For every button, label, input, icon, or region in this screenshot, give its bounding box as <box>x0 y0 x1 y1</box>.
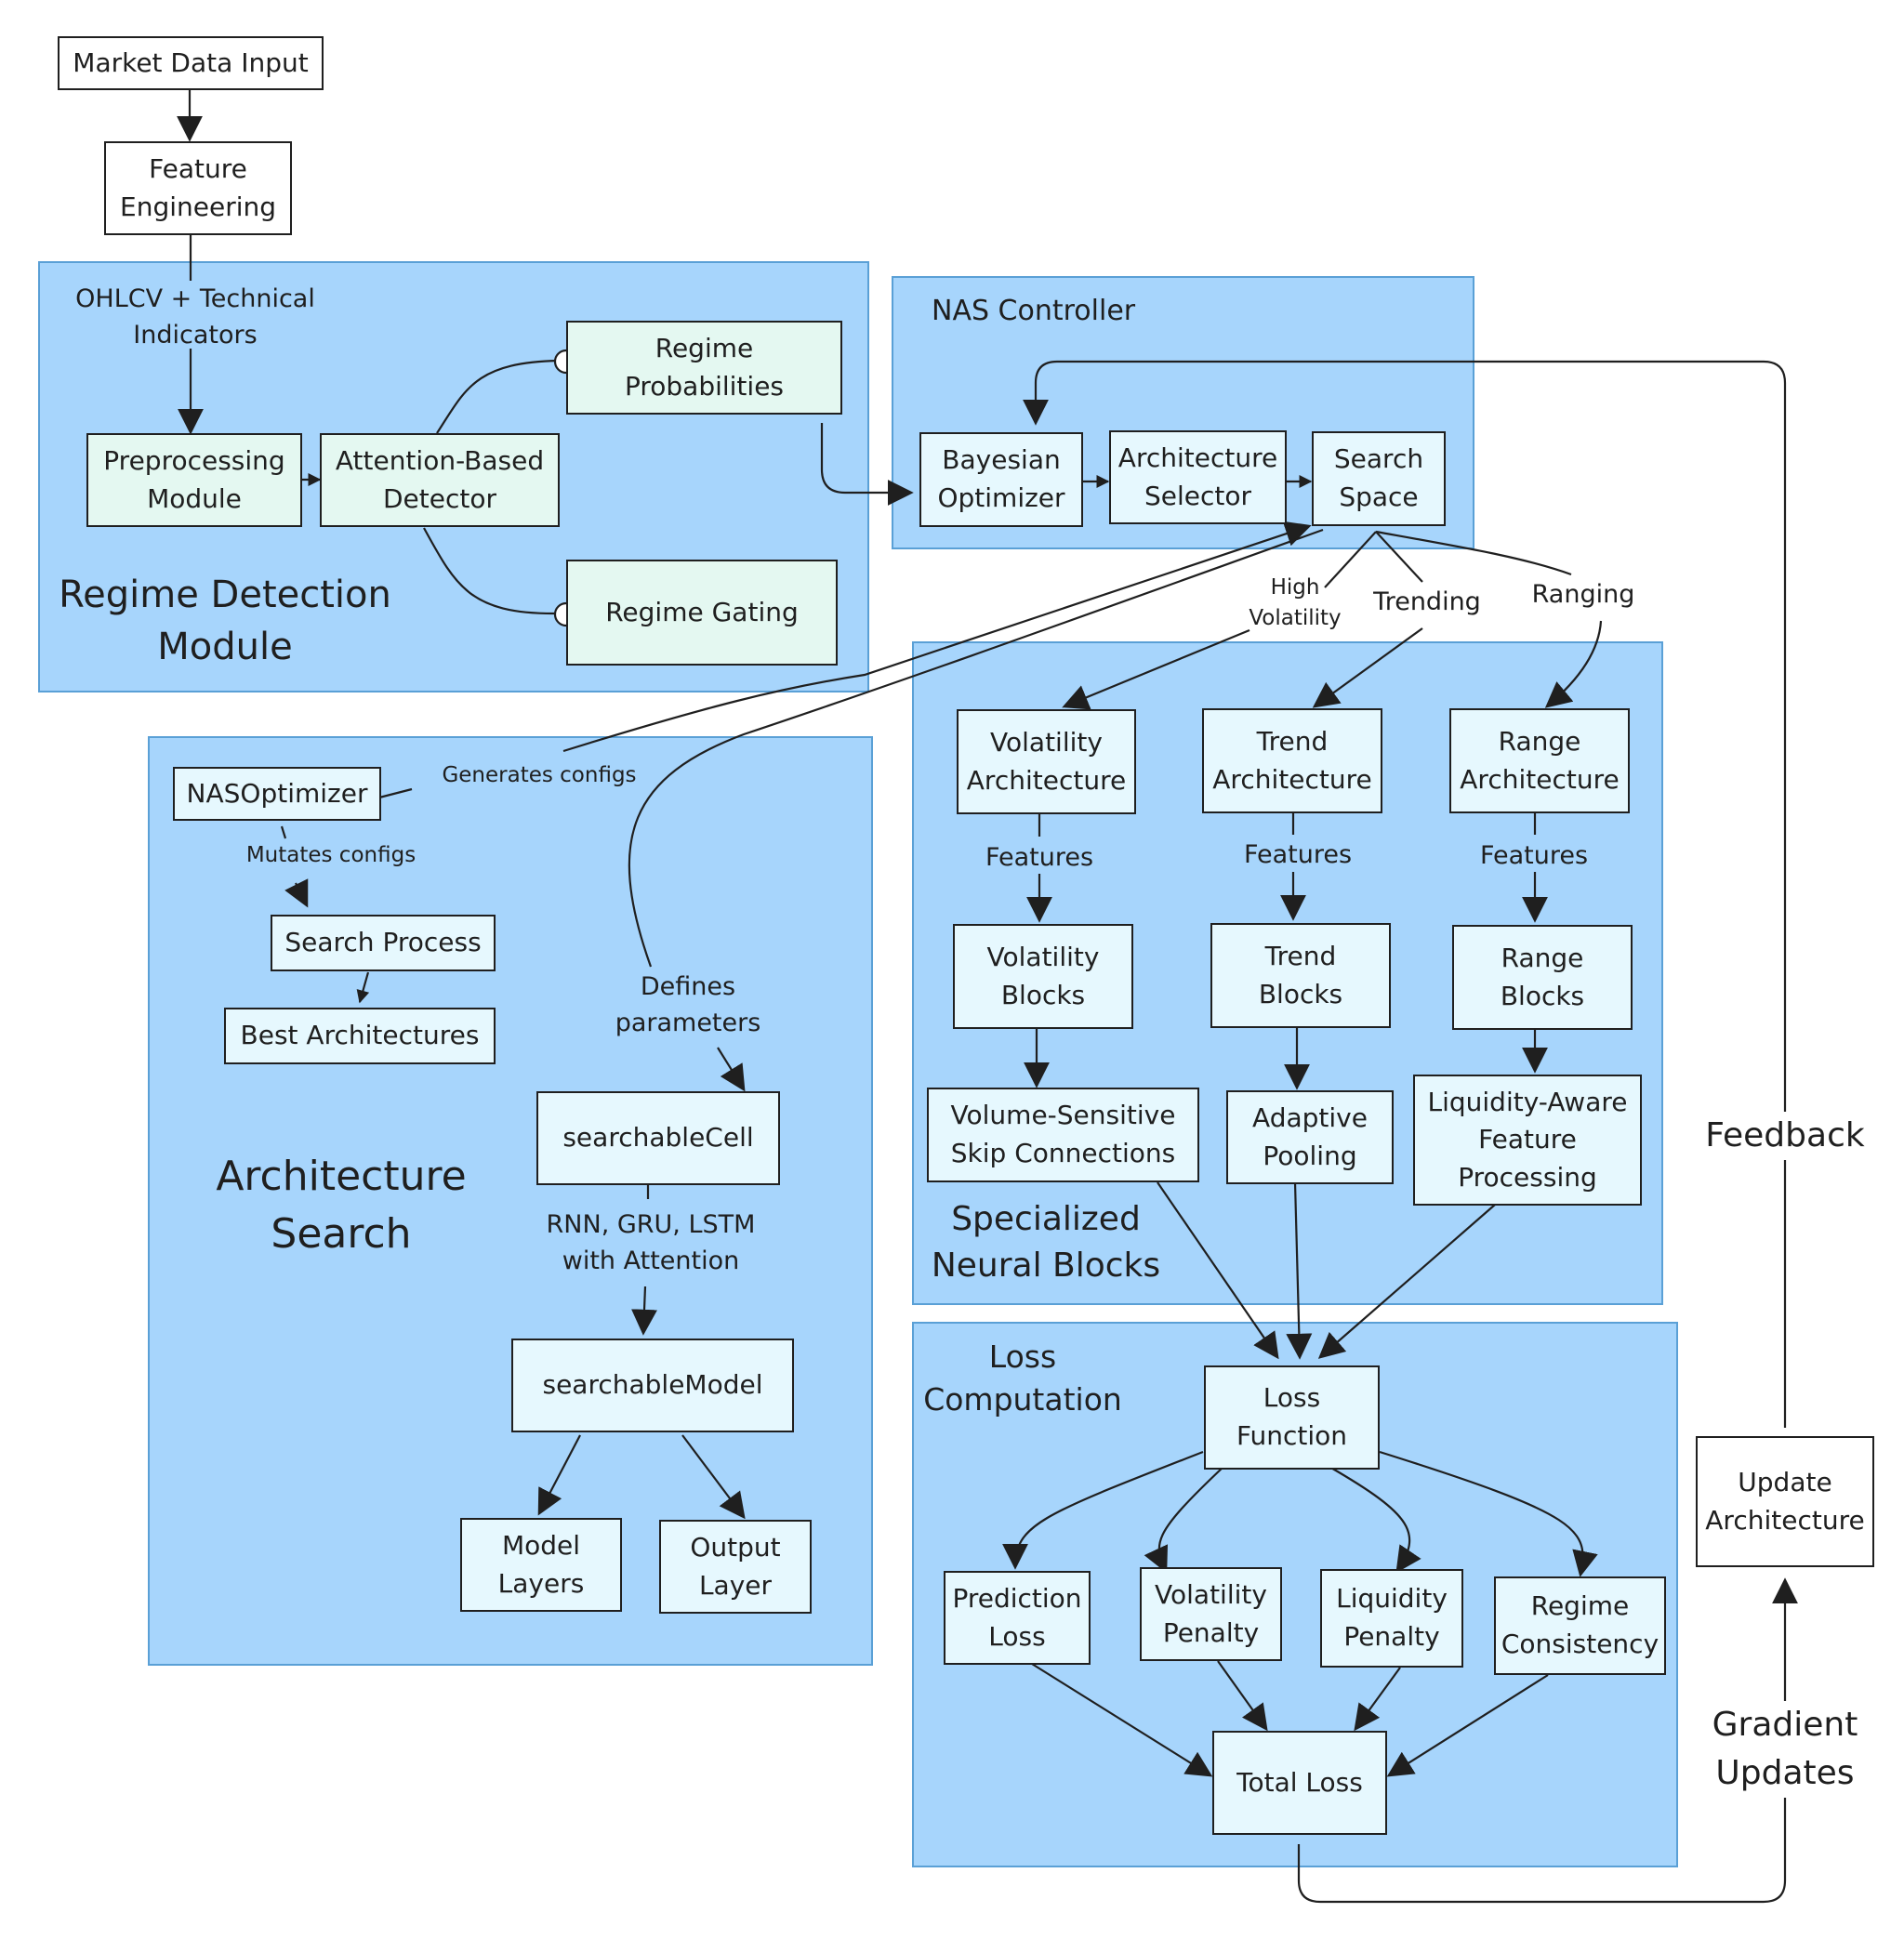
edge-loss-prediction <box>1002 1450 1204 1570</box>
cluster-title-specialized-blocks: Specialized Neural Blocks <box>931 1200 1161 1286</box>
edge-label-features-range: Features <box>1479 841 1589 870</box>
node-search-space: Search Space <box>1312 431 1446 526</box>
edge-liquidity-loss <box>1317 1204 1496 1359</box>
edge-loss-volpenalty <box>1144 1466 1224 1574</box>
node-feature-engineering: Feature Engineering <box>104 141 292 235</box>
node-trend-blocks: Trend Blocks <box>1210 923 1391 1028</box>
edge-process-best <box>356 971 370 1004</box>
edge-model-output <box>681 1434 746 1520</box>
node-liquidity-feature-processing: Liquidity-Aware Feature Processing <box>1413 1075 1642 1206</box>
node-volume-skip-connections: Volume-Sensitive Skip Connections <box>927 1088 1199 1182</box>
edge-label-mutates-configs: Mutates configs <box>245 843 416 867</box>
cluster-architecture-search <box>148 736 873 1666</box>
edge-liqpenalty-total <box>1354 1667 1401 1732</box>
edge-label-high-volatility: High Volatility <box>1249 575 1342 631</box>
edge-prediction-total <box>1031 1663 1213 1777</box>
edge-skip-loss <box>1157 1181 1279 1360</box>
edge-model-layers <box>537 1434 581 1516</box>
edge-label-ranging: Ranging <box>1531 580 1635 609</box>
edge-label-rnn-gru-lstm: RNN, GRU, LSTM with Attention <box>546 1210 756 1276</box>
edge-space-defines <box>628 528 1324 968</box>
edge-regime-total <box>1386 1674 1549 1777</box>
edge-label-trending: Trending <box>1373 587 1481 616</box>
edge-generates-space <box>562 521 1312 753</box>
node-bayesian-optimizer: Bayesian Optimizer <box>919 432 1083 527</box>
node-attention-detector: Attention-Based Detector <box>320 433 560 527</box>
node-preprocessing-module: Preprocessing Module <box>86 433 302 527</box>
edge-attention-gating <box>423 527 555 615</box>
edge-trending-trend-arch <box>1312 627 1423 708</box>
edge-label-features-trend: Features <box>1243 840 1353 869</box>
edge-ranging-range-arch <box>1544 620 1603 708</box>
edge-label-defines-parameters: Defines parameters <box>615 972 761 1038</box>
node-architecture-selector: Architecture Selector <box>1109 430 1287 524</box>
edge-rnn-model <box>631 1286 657 1336</box>
cluster-title-nas-controller: NAS Controller <box>932 295 1136 327</box>
node-market-data-input: Market Data Input <box>58 36 324 90</box>
edge-volpenalty-total <box>1217 1660 1268 1732</box>
edge-space-trend <box>1375 531 1423 583</box>
node-prediction-loss: Prediction Loss <box>944 1571 1091 1665</box>
node-regime-gating: Regime Gating <box>566 560 838 666</box>
node-total-loss: Total Loss <box>1212 1731 1387 1835</box>
edge-defines-cell <box>717 1047 746 1092</box>
node-range-blocks: Range Blocks <box>1452 925 1633 1030</box>
node-adaptive-pooling: Adaptive Pooling <box>1226 1090 1394 1184</box>
edge-label-gradient-updates: Gradient Updates <box>1701 1701 1869 1799</box>
edge-feedback-loop <box>1023 360 1787 1428</box>
node-searchable-model: searchableModel <box>511 1339 794 1432</box>
cluster-title-regime-detection: Regime Detection Module <box>59 574 391 668</box>
edge-label-ohlcv: OHLCV + Technical Indicators <box>75 284 315 350</box>
edge-label-features-volatility: Features <box>985 843 1094 872</box>
node-volatility-architecture: Volatility Architecture <box>957 709 1136 814</box>
node-trend-architecture: Trend Architecture <box>1202 708 1382 813</box>
cluster-title-loss-computation: Loss Computation <box>923 1339 1122 1418</box>
node-regime-consistency: Regime Consistency <box>1494 1576 1666 1675</box>
edge-pooling-loss <box>1286 1181 1313 1360</box>
node-volatility-penalty: Volatility Penalty <box>1140 1567 1282 1661</box>
node-output-layer: Output Layer <box>659 1520 812 1614</box>
edge-attention-probabilities <box>436 359 559 434</box>
node-model-layers: Model Layers <box>460 1518 622 1612</box>
node-update-architecture: Update Architecture <box>1696 1436 1874 1567</box>
node-regime-probabilities: Regime Probabilities <box>566 321 842 415</box>
edge-label-feedback: Feedback <box>1701 1112 1869 1161</box>
edge-mutates-process <box>284 878 309 908</box>
edge-label-generates-configs: Generates configs <box>442 763 637 787</box>
node-searchable-cell: searchableCell <box>536 1091 780 1185</box>
node-best-architectures: Best Architectures <box>224 1008 496 1064</box>
node-nas-optimizer: NASOptimizer <box>173 767 381 821</box>
edge-loss-liqpenalty <box>1329 1466 1421 1574</box>
cluster-title-architecture-search: Architecture Search <box>216 1153 467 1258</box>
edge-nas-mutates <box>280 825 287 839</box>
node-range-architecture: Range Architecture <box>1449 708 1630 813</box>
edge-hv-volatility-arch <box>1062 628 1250 710</box>
node-liquidity-penalty: Liquidity Penalty <box>1320 1569 1463 1668</box>
node-search-process: Search Process <box>271 915 496 971</box>
edge-space-volatility <box>1324 531 1377 588</box>
edge-nas-generates <box>378 787 413 799</box>
node-volatility-blocks: Volatility Blocks <box>953 924 1133 1029</box>
edge-space-range <box>1375 530 1572 576</box>
edge-total-update <box>1297 1577 1798 1904</box>
node-loss-function: Loss Function <box>1204 1365 1380 1470</box>
edge-probabilities-bayesian <box>820 423 914 506</box>
edge-loss-regime <box>1379 1450 1598 1577</box>
